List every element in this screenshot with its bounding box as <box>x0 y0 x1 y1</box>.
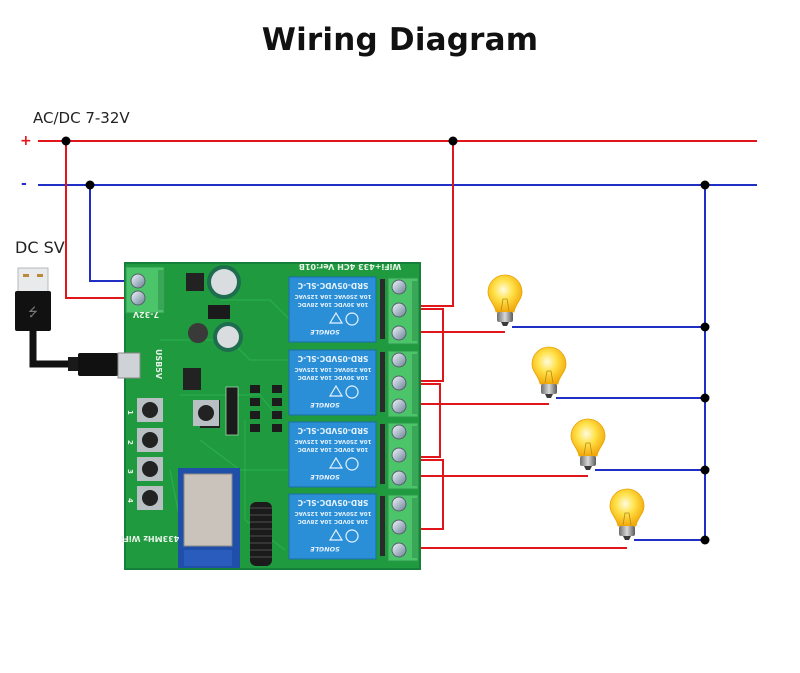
relay-1: SRD-05VDC-SL-C 10A 250VAC 10A 125VAC 10A 3… <box>288 276 385 343</box>
no-screw <box>391 325 407 341</box>
relay-model-label: SRD-05VDC-SL-C <box>297 498 368 507</box>
relay-model-label: SRD-05VDC-SL-C <box>297 426 368 435</box>
power-terminal-silk: 7-32V <box>132 310 159 319</box>
junction-dot <box>61 136 71 146</box>
button-label: 2 <box>126 440 134 445</box>
power-terminal-block <box>125 266 165 314</box>
relay-4: SRD-05VDC-SL-C 10A 250VAC 10A 125VAC 10A 3… <box>288 493 385 560</box>
relay-brand-label: SONGLE <box>310 473 340 481</box>
relay-terminal-block <box>387 277 419 345</box>
com-screw <box>391 375 407 391</box>
relay-terminal-block <box>387 422 419 490</box>
junction-dot <box>85 180 95 190</box>
junction-dot <box>700 465 710 475</box>
channel-buttons <box>137 398 219 510</box>
usb-cable: ⭍ <box>15 267 118 376</box>
positive-sign: + <box>20 133 32 149</box>
common-link-3 <box>404 459 444 530</box>
common-link-1 <box>404 308 444 382</box>
relay-brand-label: SONGLE <box>310 545 340 553</box>
relay-rating-label: 10A 250VAC 10A 125VAC <box>295 293 372 299</box>
relay-brand-label: SONGLE <box>310 401 340 409</box>
com-screw <box>391 519 407 535</box>
cqc-mark-icon <box>345 385 359 399</box>
nc-screw <box>391 424 407 440</box>
triangle-mark-icon <box>328 456 344 469</box>
spring-antenna <box>250 502 272 566</box>
lamp-1-bulb-icon <box>487 274 523 326</box>
usb-a-plug-body <box>15 291 51 331</box>
button-label: 3 <box>126 469 134 474</box>
junction-dot <box>700 322 710 332</box>
com-screw <box>391 302 407 318</box>
cqc-mark-icon <box>345 529 359 543</box>
junction-dot <box>700 180 710 190</box>
relay-rating-label: 10A 30VDC 10A 28VDC <box>298 301 369 307</box>
relay-terminal-block <box>387 494 419 562</box>
positive-feed-wire <box>65 141 136 299</box>
no-screw <box>391 542 407 558</box>
cqc-mark-icon <box>345 312 359 326</box>
relay-rating-label: 10A 30VDC 10A 28VDC <box>298 374 369 380</box>
relay-3: SRD-05VDC-SL-C 10A 250VAC 10A 125VAC 10A 3… <box>288 421 385 488</box>
junction-dot <box>700 535 710 545</box>
no-screw <box>391 470 407 486</box>
cqc-mark-icon <box>345 457 359 471</box>
usb-c-plug-body <box>78 353 118 376</box>
relay-rating-label: 10A 250VAC 10A 125VAC <box>295 438 372 444</box>
relay-rating-label: 10A 250VAC 10A 125VAC <box>295 510 372 516</box>
board-header-silk: WiFi+433 4CH Ver:01B <box>299 262 401 271</box>
lamp-3-bulb-icon <box>570 418 606 470</box>
junction-dot <box>448 136 458 146</box>
bottom-silk: 433MHz WiFi <box>120 534 179 543</box>
terminal-screw <box>130 273 146 289</box>
triangle-mark-icon <box>328 528 344 541</box>
button-label: 1 <box>126 410 134 415</box>
usb-a-plug-metal <box>17 267 49 293</box>
common-link-2 <box>404 383 441 458</box>
junction-dots <box>61 136 710 545</box>
usb-c-port <box>117 352 141 379</box>
button-label: 4 <box>126 498 134 503</box>
negative-sign: - <box>21 176 27 192</box>
lamp-2-bulb-icon <box>531 346 567 398</box>
power-supply-label: AC/DC 7-32V <box>33 109 130 127</box>
usb-power-label: DC SV <box>15 238 65 257</box>
relay-rating-label: 10A 30VDC 10A 28VDC <box>298 446 369 452</box>
wifi-module <box>178 468 240 568</box>
no-screw <box>391 398 407 414</box>
nc-screw <box>391 496 407 512</box>
terminal-screw <box>130 290 146 306</box>
junction-dot <box>700 393 710 403</box>
relay-model-label: SRD-05VDC-SL-C <box>297 354 368 363</box>
nc-screw <box>391 352 407 368</box>
relay-model-label: SRD-05VDC-SL-C <box>297 281 368 290</box>
triangle-mark-icon <box>328 384 344 397</box>
nc-screw <box>391 279 407 295</box>
relay-board: 7-32V USB5V WiFi+433 4CH Ver:01B <box>117 262 421 570</box>
page-title: Wiring Diagram <box>261 22 539 58</box>
com-screw <box>391 447 407 463</box>
negative-feed-wire <box>89 185 136 282</box>
relay-rating-label: 10A 30VDC 10A 28VDC <box>298 518 369 524</box>
relay-rating-label: 10A 250VAC 10A 125VAC <box>295 366 372 372</box>
usb-symbol-icon: ⭍ <box>28 305 38 319</box>
triangle-mark-icon <box>328 311 344 324</box>
relay-brand-label: SONGLE <box>310 328 340 336</box>
relay-terminal-block <box>387 350 419 418</box>
usb-port-silk: USB5V <box>154 349 163 380</box>
relay-2: SRD-05VDC-SL-C 10A 250VAC 10A 125VAC 10A 3… <box>288 349 385 416</box>
lamp-4-bulb-icon <box>609 488 645 540</box>
inductor <box>188 323 208 343</box>
